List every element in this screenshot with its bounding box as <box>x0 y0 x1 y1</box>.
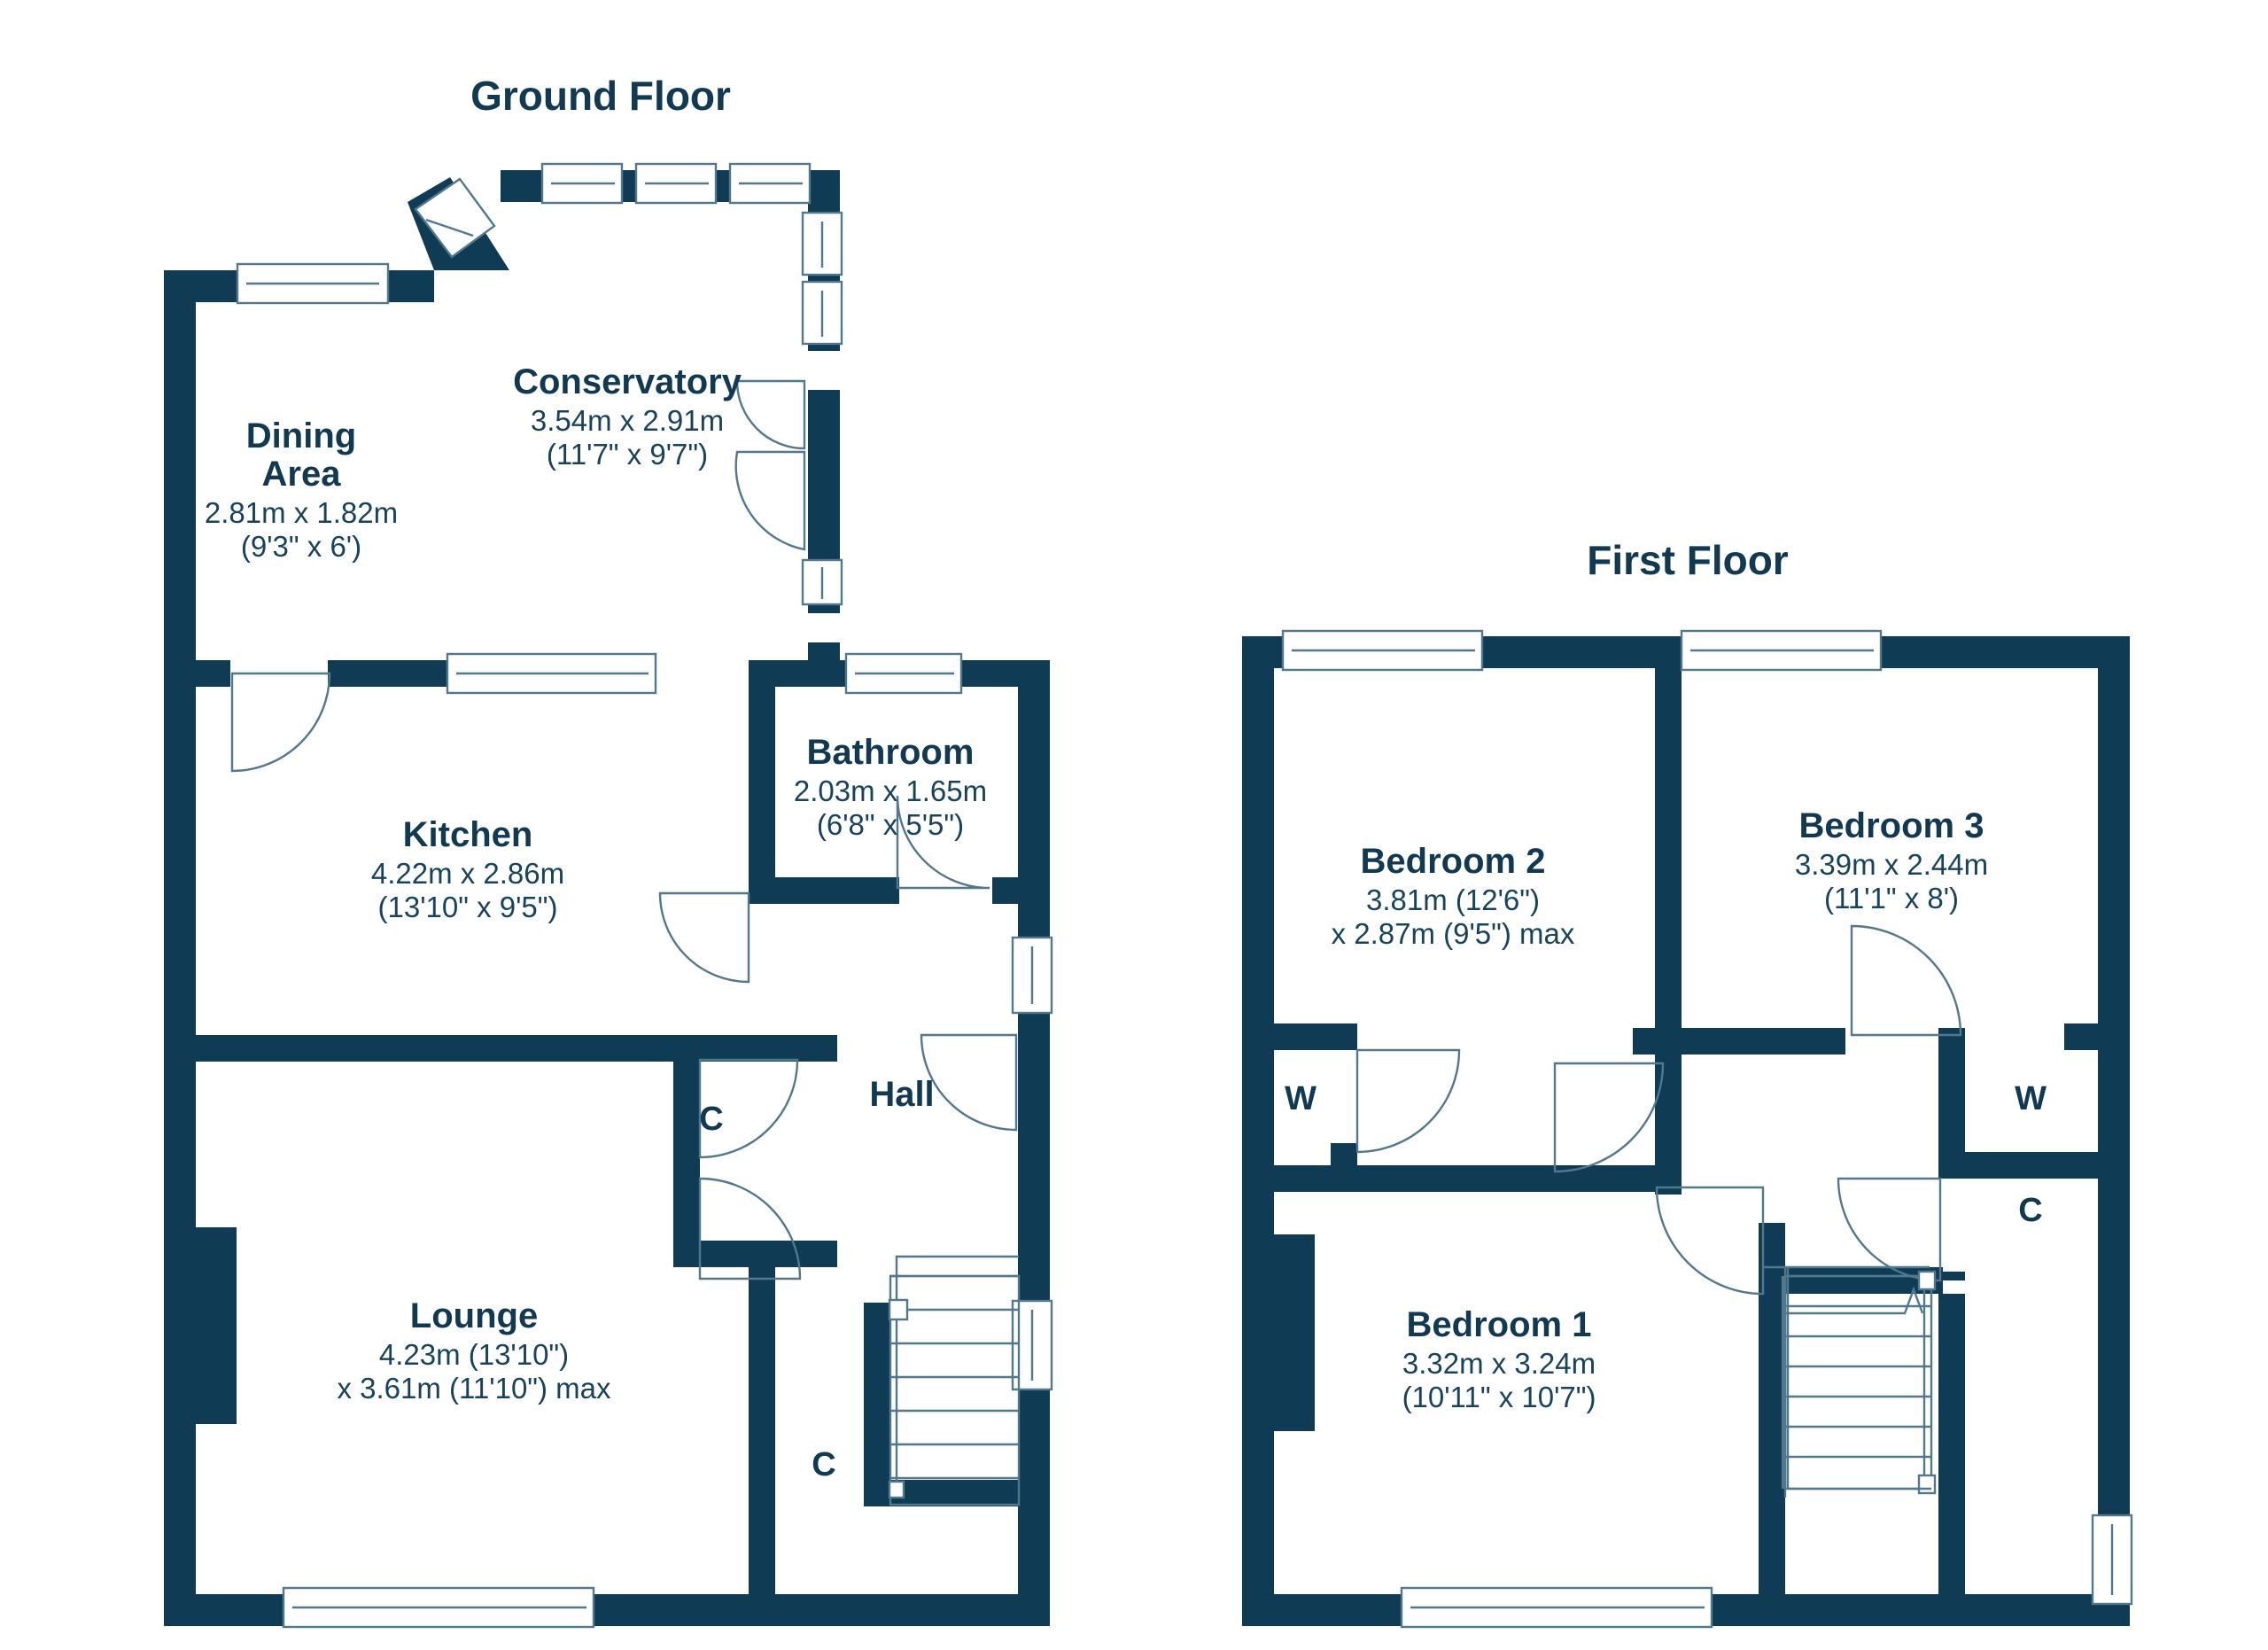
ground-floor-doors <box>230 379 1018 1280</box>
first-floor-doors <box>1355 924 1962 1296</box>
window-bathroom <box>844 652 963 695</box>
window-dining <box>236 262 390 305</box>
door-kitchen-hall <box>658 891 750 984</box>
door-bathroom <box>896 795 990 890</box>
room-label-bedroom-2: Bedroom 2 3.81m (12'6") x 2.87m (9'5") m… <box>1332 842 1575 950</box>
door-cupboard-landing <box>1837 1177 1942 1282</box>
window-bedroom2-front <box>1281 629 1484 672</box>
svg-text:Kitchen: Kitchen <box>403 815 533 854</box>
window-conservatory-right-1 <box>801 211 843 276</box>
first-floor-walls <box>1242 636 2130 1626</box>
ground-floor-title: Ground Floor <box>470 73 731 119</box>
window-conservatory-top-1 <box>540 162 624 205</box>
svg-text:2.81m x 1.82m: 2.81m x 1.82m <box>205 496 398 529</box>
first-floor-windows <box>1281 629 2133 1629</box>
first-floor-title: First Floor <box>1587 537 1789 583</box>
svg-text:Conservatory: Conservatory <box>513 362 742 401</box>
ground-floor-windows <box>236 162 1053 1629</box>
marker-cupboard-stairs: C <box>812 1446 835 1483</box>
window-lounge-front <box>282 1586 595 1629</box>
window-hall-side <box>1011 936 1053 1015</box>
svg-text:Bedroom 2: Bedroom 2 <box>1361 842 1546 881</box>
room-label-bedroom-3: Bedroom 3 3.39m x 2.44m (11'1" x 8') <box>1795 806 1988 915</box>
door-front <box>920 1033 1018 1132</box>
svg-text:Lounge: Lounge <box>410 1296 538 1335</box>
svg-text:3.32m x 3.24m: 3.32m x 3.24m <box>1402 1347 1596 1380</box>
room-label-kitchen: Kitchen 4.22m x 2.86m (13'10" x 9'5") <box>371 815 564 923</box>
room-label-dining-area: Dining Area 2.81m x 1.82m (9'3" x 6') <box>205 416 398 563</box>
window-bedroom3-front <box>1680 629 1883 672</box>
door-wardrobe-left <box>1355 1048 1461 1154</box>
ground-floor-group: Ground Floor Conservatory 3.54m x 2.91m … <box>164 73 1053 1629</box>
marker-wardrobe-left: W <box>1285 1080 1317 1117</box>
window-kitchen <box>446 652 657 695</box>
svg-text:3.81m (12'6"): 3.81m (12'6") <box>1366 883 1540 916</box>
ground-floor-stairs <box>888 1255 1021 1506</box>
door-bedroom-2 <box>1553 1062 1665 1173</box>
marker-wardrobe-right: W <box>2015 1080 2047 1117</box>
window-conservatory-top-2 <box>634 162 718 205</box>
svg-text:Dining: Dining <box>246 416 356 455</box>
svg-text:x 2.87m (9'5") max: x 2.87m (9'5") max <box>1332 917 1575 950</box>
door-dining-kitchen <box>230 672 331 773</box>
door-lounge <box>698 1177 802 1280</box>
window-landing-side <box>2091 1514 2133 1606</box>
window-bay-angled <box>414 177 496 259</box>
window-conservatory-right-2 <box>801 280 843 346</box>
first-floor-stairs-left <box>1786 1267 1931 1490</box>
room-label-conservatory: Conservatory 3.54m x 2.91m (11'7" x 9'7"… <box>513 362 742 471</box>
svg-text:4.22m x 2.86m: 4.22m x 2.86m <box>371 857 564 890</box>
svg-text:Bathroom: Bathroom <box>807 733 975 772</box>
svg-text:(9'3" x 6'): (9'3" x 6') <box>241 530 361 563</box>
door-cupboard-hall <box>698 1058 799 1159</box>
marker-cupboard-hall: C <box>699 1101 723 1138</box>
svg-text:(13'10" x 9'5"): (13'10" x 9'5") <box>378 891 558 923</box>
svg-text:Bedroom 3: Bedroom 3 <box>1799 806 1984 845</box>
room-label-bedroom-1: Bedroom 1 3.32m x 3.24m (10'11" x 10'7") <box>1402 1305 1596 1413</box>
svg-text:x 3.61m (11'10") max: x 3.61m (11'10") max <box>337 1372 611 1405</box>
svg-text:(11'1" x 8'): (11'1" x 8') <box>1824 882 1959 915</box>
window-bedroom1-front <box>1400 1586 1713 1629</box>
svg-text:(10'11" x 10'7"): (10'11" x 10'7") <box>1402 1381 1596 1413</box>
svg-text:3.39m x 2.44m: 3.39m x 2.44m <box>1795 848 1988 881</box>
svg-text:3.54m x 2.91m: 3.54m x 2.91m <box>531 404 724 437</box>
room-label-hall: Hall <box>869 1075 934 1114</box>
svg-text:Bedroom 1: Bedroom 1 <box>1407 1305 1592 1344</box>
room-label-bathroom: Bathroom 2.03m x 1.65m (6'8" x 5'5") <box>794 733 987 841</box>
room-label-lounge: Lounge 4.23m (13'10") x 3.61m (11'10") m… <box>337 1296 611 1405</box>
door-bedroom-1 <box>1655 1186 1765 1296</box>
marker-cupboard-landing: C <box>2018 1192 2042 1229</box>
door-conservatory-upper <box>735 379 806 450</box>
door-conservatory-lower <box>734 450 806 551</box>
svg-text:4.23m (13'10"): 4.23m (13'10") <box>379 1338 569 1371</box>
svg-text:(11'7" x 9'7"): (11'7" x 9'7") <box>547 438 708 471</box>
first-floor-group: First Floor Bedroom 2 3.81m (12'6") x 2.… <box>1242 537 2133 1629</box>
svg-text:2.03m x 1.65m: 2.03m x 1.65m <box>794 774 987 807</box>
ground-floor-walls <box>164 170 1050 1626</box>
window-conservatory-top-3 <box>728 162 812 205</box>
door-bedroom-3 <box>1850 924 1962 1037</box>
window-conservatory-right-3 <box>801 558 843 606</box>
svg-text:Area: Area <box>262 455 342 494</box>
svg-text:(6'8" x 5'5"): (6'8" x 5'5") <box>817 808 964 841</box>
